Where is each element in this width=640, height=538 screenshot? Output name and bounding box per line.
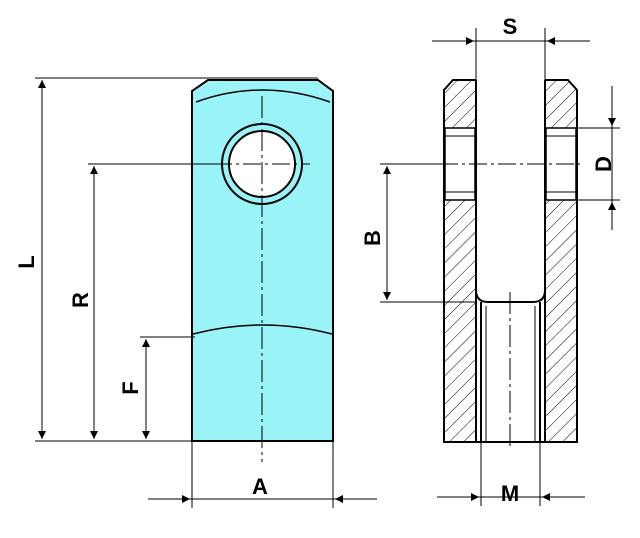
label-A: A xyxy=(252,474,268,499)
label-M: M xyxy=(501,481,519,506)
front-view xyxy=(191,79,334,462)
slot-and-bore xyxy=(476,78,545,442)
label-S: S xyxy=(503,14,518,39)
label-L: L xyxy=(14,255,39,268)
side-section-view xyxy=(440,78,580,446)
dimension-labels: L R F A S B D M xyxy=(14,14,616,506)
label-D: D xyxy=(591,156,616,172)
dimensions-side xyxy=(380,28,620,506)
label-F: F xyxy=(118,381,143,394)
top-arc xyxy=(195,89,331,103)
thread-end-arc xyxy=(192,324,333,335)
label-B: B xyxy=(360,230,385,246)
label-R: R xyxy=(68,292,93,308)
dimensions-front xyxy=(35,77,377,508)
